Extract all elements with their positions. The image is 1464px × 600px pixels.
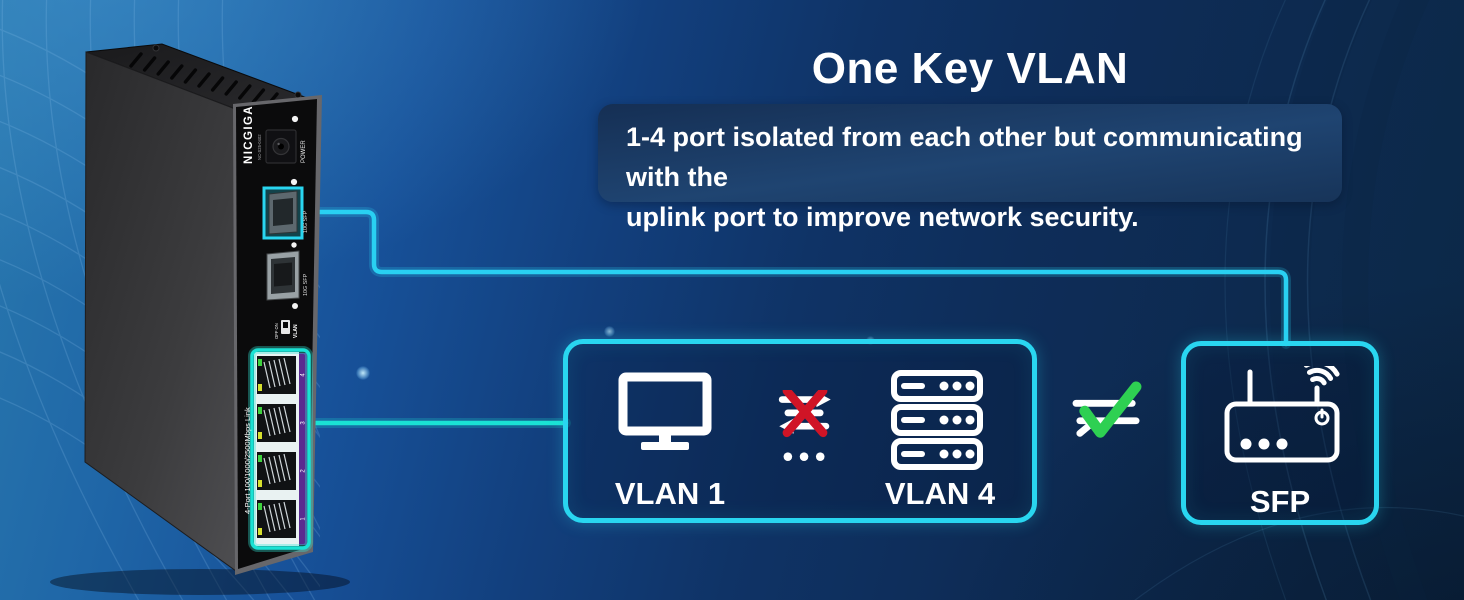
sfp-secondary-port xyxy=(266,250,300,301)
device-port-panel: NICGIGA NC-S25-0402 POWER 10G SFP xyxy=(233,95,322,575)
monitor-icon xyxy=(618,372,712,450)
port-highlight-frame xyxy=(250,348,311,550)
brand-text: NICGIGA xyxy=(243,105,255,164)
communication-allowed-icon xyxy=(1072,381,1142,438)
ellipsis-dots xyxy=(783,452,825,461)
led-indicator xyxy=(291,115,299,123)
power-symbol-icon xyxy=(1314,408,1330,426)
led-indicator xyxy=(291,242,297,248)
sfp-uplink-label: 10G SFP xyxy=(303,210,309,233)
port-number-strip xyxy=(299,353,307,545)
vlan4-label: VLAN 4 xyxy=(884,476,996,511)
no-communication-icon xyxy=(778,390,831,461)
router-icon xyxy=(1224,366,1340,463)
vlan-label: VLAN xyxy=(293,324,299,338)
lan-port-marker xyxy=(274,412,296,434)
power-label: POWER xyxy=(301,140,307,163)
model-text: NC-S25-0402 xyxy=(257,134,262,160)
ports-label: 4-Port 100/1000/2500Mbps Link xyxy=(243,407,252,514)
red-x-icon xyxy=(782,390,828,438)
led-indicator xyxy=(290,178,298,186)
vent-slots xyxy=(129,52,279,108)
power-jack xyxy=(265,129,297,164)
rj45-jacks xyxy=(257,356,296,538)
wifi-arcs-icon xyxy=(1303,366,1340,386)
screw xyxy=(294,91,302,99)
vlan-toggle-switch: OFF ON VLAN xyxy=(274,320,299,339)
sfp-secondary-label: 10G SFP xyxy=(303,273,309,296)
port-numbers: 4 3 2 1 xyxy=(301,373,307,521)
uplink-port-marker xyxy=(272,201,294,223)
device-top-face xyxy=(85,43,319,111)
led-indicator xyxy=(292,303,298,309)
sparkle-dot xyxy=(356,366,370,380)
port-number-1: 1 xyxy=(301,517,307,521)
green-check-icon xyxy=(1079,381,1142,438)
router-dots xyxy=(1240,438,1288,450)
feature-description-box: 1-4 port isolated from each other but co… xyxy=(598,104,1342,232)
switch-device-image: NICGIGA NC-S25-0402 POWER 10G SFP xyxy=(50,43,350,595)
background-mesh-pattern xyxy=(0,0,320,600)
port-number-2: 2 xyxy=(301,469,307,473)
feature-description: 1-4 port isolated from each other but co… xyxy=(626,122,1303,232)
page-title: One Key VLAN xyxy=(811,44,1129,93)
vlan1-label: VLAN 1 xyxy=(614,476,726,511)
sparkle-dot xyxy=(604,326,615,337)
rj45-port-block: 4 3 2 1 xyxy=(248,346,313,552)
vlan-toggle-label: OFF ON xyxy=(274,323,279,339)
vlan-isolation-box: VLAN 1 xyxy=(563,339,1037,523)
device-side-face xyxy=(84,51,239,572)
sfp-uplink-box: SFP xyxy=(1181,341,1379,525)
sfp-uplink-port xyxy=(262,186,304,240)
port-number-4: 4 xyxy=(301,373,307,377)
server-stack-icon xyxy=(891,370,983,470)
sfp-label: SFP xyxy=(1249,484,1311,519)
screw xyxy=(152,44,160,52)
device-shadow xyxy=(50,569,350,595)
port-number-3: 3 xyxy=(301,421,307,425)
led-indicator xyxy=(291,253,297,259)
